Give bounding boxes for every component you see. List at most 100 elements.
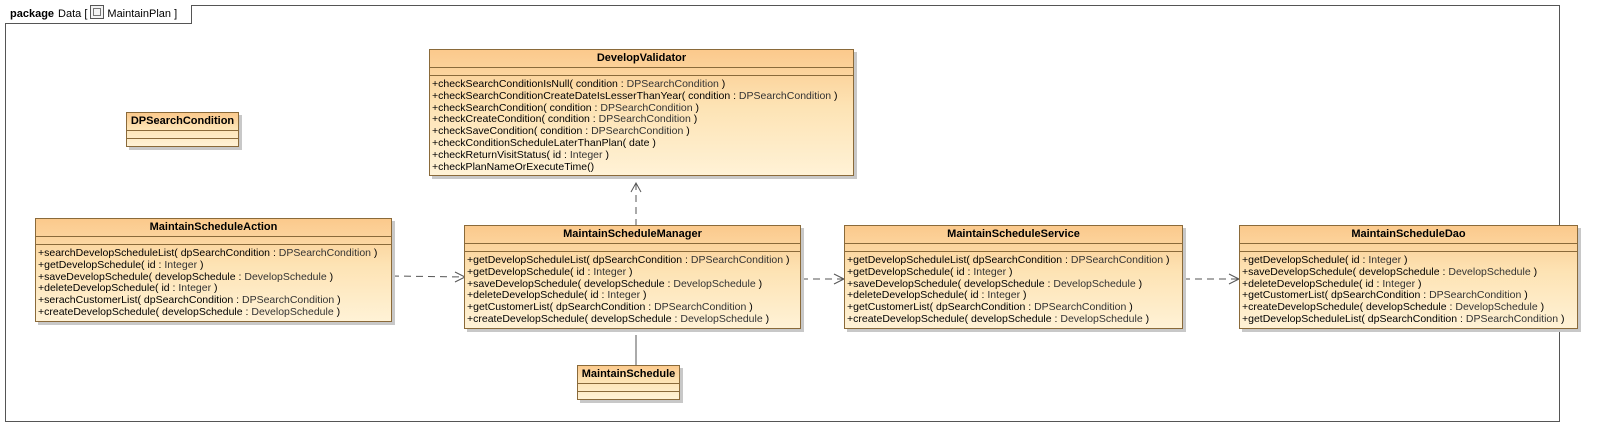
class-name: DPSearchCondition [130, 115, 235, 127]
operation: +searchDevelopScheduleList( dpSearchCond… [38, 247, 389, 260]
attributes-compartment [465, 243, 800, 251]
attributes-compartment [578, 383, 679, 391]
operation: +getDevelopSchedule( id : Integer ) [467, 265, 798, 279]
parameter-type: DPSearchCondition [241, 294, 335, 307]
operations-compartment: +getDevelopSchedule( id : Integer )+save… [1240, 251, 1577, 328]
operation-signature: +createDevelopSchedule( developSchedule … [38, 305, 252, 318]
parameter-type: DPSearchCondition [690, 254, 784, 266]
operation: +checkCreateCondition( condition : DPSea… [432, 113, 851, 126]
operation: +serachCustomerList( dpSearchCondition :… [38, 294, 389, 307]
operation-signature: +getDevelopScheduleList( dpSearchConditi… [467, 254, 691, 266]
operation: +getDevelopScheduleList( dpSearchConditi… [467, 254, 798, 267]
operation-signature: +getCustomerList( dpSearchCondition : [1242, 289, 1430, 302]
parameter-type: Integer [1382, 277, 1416, 290]
operation-close: ) [333, 305, 341, 318]
class-maintain-schedule-action[interactable]: MaintainScheduleAction +searchDevelopSch… [35, 218, 392, 322]
operation-signature: +saveDevelopSchedule( developSchedule : [467, 277, 674, 290]
class-dp-search-condition[interactable]: DPSearchCondition [126, 112, 239, 147]
operation-close: ) [783, 254, 790, 266]
operation-signature: +createDevelopSchedule( developSchedule … [467, 312, 681, 325]
operation-close: ) [1401, 254, 1408, 266]
operation-signature: +getCustomerList( dpSearchCondition : [847, 301, 1035, 314]
operation-close: ) [690, 113, 698, 126]
parameter-type: Integer [164, 258, 198, 271]
operation-signature: +checkPlanNameOrExecuteTime() [432, 160, 595, 173]
operation: +deleteDevelopSchedule( id : Integer ) [467, 289, 798, 302]
operation-signature: +checkSearchCondition( condition : [432, 101, 601, 114]
parameter-type: DPSearchCondition [1465, 312, 1559, 325]
parameter-type: DevelopSchedule [1053, 277, 1136, 290]
operation-signature: +saveDevelopSchedule( developSchedule : [1242, 265, 1449, 278]
parameter-type: DPSearchCondition [591, 125, 684, 138]
operation-signature: +checkSaveCondition( condition : [432, 125, 592, 138]
frame-diagram-name: MaintainPlan [107, 8, 171, 20]
operation-signature: +getCustomerList( dpSearchCondition : [467, 301, 655, 314]
operations-compartment: +getDevelopScheduleList( dpSearchConditi… [845, 251, 1182, 328]
parameter-type: DPSearchCondition [1070, 254, 1164, 266]
parameter-type: Integer [178, 282, 212, 295]
parameter-type: DevelopSchedule [673, 277, 756, 290]
operation: +createDevelopSchedule( developSchedule … [1242, 301, 1575, 314]
operation-signature: +checkReturnVisitStatus( id : [432, 148, 570, 161]
parameter-type: Integer [593, 265, 627, 278]
operation: +saveDevelopSchedule( developSchedule : … [1242, 265, 1575, 279]
operation-signature: +getDevelopSchedule( id : [38, 258, 165, 271]
operation: +getDevelopSchedule( id : Integer ) [38, 258, 389, 272]
operation: +getDevelopScheduleList( dpSearchConditi… [847, 254, 1180, 267]
operation-signature: +checkSearchConditionCreateDateIsLesserT… [432, 89, 739, 102]
operation: +createDevelopSchedule( developSchedule … [847, 313, 1180, 326]
parameter-type: Integer [987, 289, 1021, 302]
operation-close: ) [692, 101, 700, 114]
operation-signature: +saveDevelopSchedule( developSchedule : [847, 277, 1054, 290]
parameter-type: Integer [1368, 254, 1402, 266]
operation-close: ) [1537, 301, 1545, 314]
operation: +deleteDevelopSchedule( id : Integer ) [38, 282, 389, 295]
operation-close: ) [831, 89, 838, 102]
operation: +getCustomerList( dpSearchCondition : DP… [847, 301, 1180, 314]
class-develop-validator[interactable]: DevelopValidator +checkSearchConditionIs… [429, 49, 854, 177]
parameter-type: DevelopSchedule [244, 270, 327, 283]
operation-signature: +getDevelopScheduleList( dpSearchConditi… [847, 254, 1071, 266]
operation-close: ) [755, 277, 763, 290]
parameter-type: Integer [569, 148, 603, 161]
operation: +createDevelopSchedule( developSchedule … [38, 305, 389, 319]
operation-signature: +getDevelopSchedule( id : [847, 265, 974, 278]
class-maintain-schedule[interactable]: MaintainSchedule [577, 365, 680, 400]
operation: +saveDevelopSchedule( developSchedule : … [467, 277, 798, 291]
operation-close: ) [1163, 254, 1170, 266]
class-maintain-schedule-service[interactable]: MaintainScheduleService +getDevelopSched… [844, 225, 1183, 329]
operation-close: ) [1521, 289, 1528, 302]
operation-close: ) [746, 301, 753, 314]
operation-signature: +serachCustomerList( dpSearchCondition : [38, 294, 242, 307]
parameter-type: DPSearchCondition [600, 101, 693, 114]
operation: +getDevelopSchedule( id : Integer ) [847, 265, 1180, 279]
operation-close: ) [371, 247, 378, 259]
operation-signature: +deleteDevelopSchedule( id : [847, 289, 988, 302]
parameter-type: Integer [973, 265, 1007, 278]
operation: +createDevelopSchedule( developSchedule … [467, 312, 798, 326]
operation-close: ) [762, 312, 770, 325]
parameter-type: DPSearchCondition [738, 89, 832, 102]
parameter-type: DPSearchCondition [278, 247, 371, 259]
attributes-compartment [430, 67, 853, 75]
operation-signature: +deleteDevelopSchedule( id : [1242, 277, 1383, 290]
parameter-type: DevelopSchedule [1455, 301, 1538, 314]
attributes-compartment [127, 130, 238, 138]
parameter-type: DPSearchCondition [1429, 289, 1522, 302]
operation-close: ) [334, 294, 341, 307]
operation-signature: +checkCreateCondition( condition : [432, 113, 599, 126]
parameter-type: DevelopSchedule [1448, 265, 1531, 278]
operation-signature: +deleteDevelopSchedule( id : [38, 282, 179, 295]
operation-close: ) [1020, 289, 1027, 302]
operation: +deleteDevelopSchedule( id : Integer ) [1242, 277, 1575, 291]
operation-close: ) [1006, 265, 1013, 278]
operation-close: ) [1415, 277, 1422, 290]
operation-signature: +deleteDevelopSchedule( id : [467, 289, 608, 302]
frame-keyword: package [10, 8, 55, 20]
operation-close: ) [211, 282, 218, 295]
class-maintain-schedule-manager[interactable]: MaintainScheduleManager +getDevelopSched… [464, 225, 801, 329]
class-maintain-schedule-dao[interactable]: MaintainScheduleDao +getDevelopSchedule(… [1239, 225, 1578, 329]
operation-signature: +checkSearchConditionIsNull( condition : [432, 78, 627, 90]
